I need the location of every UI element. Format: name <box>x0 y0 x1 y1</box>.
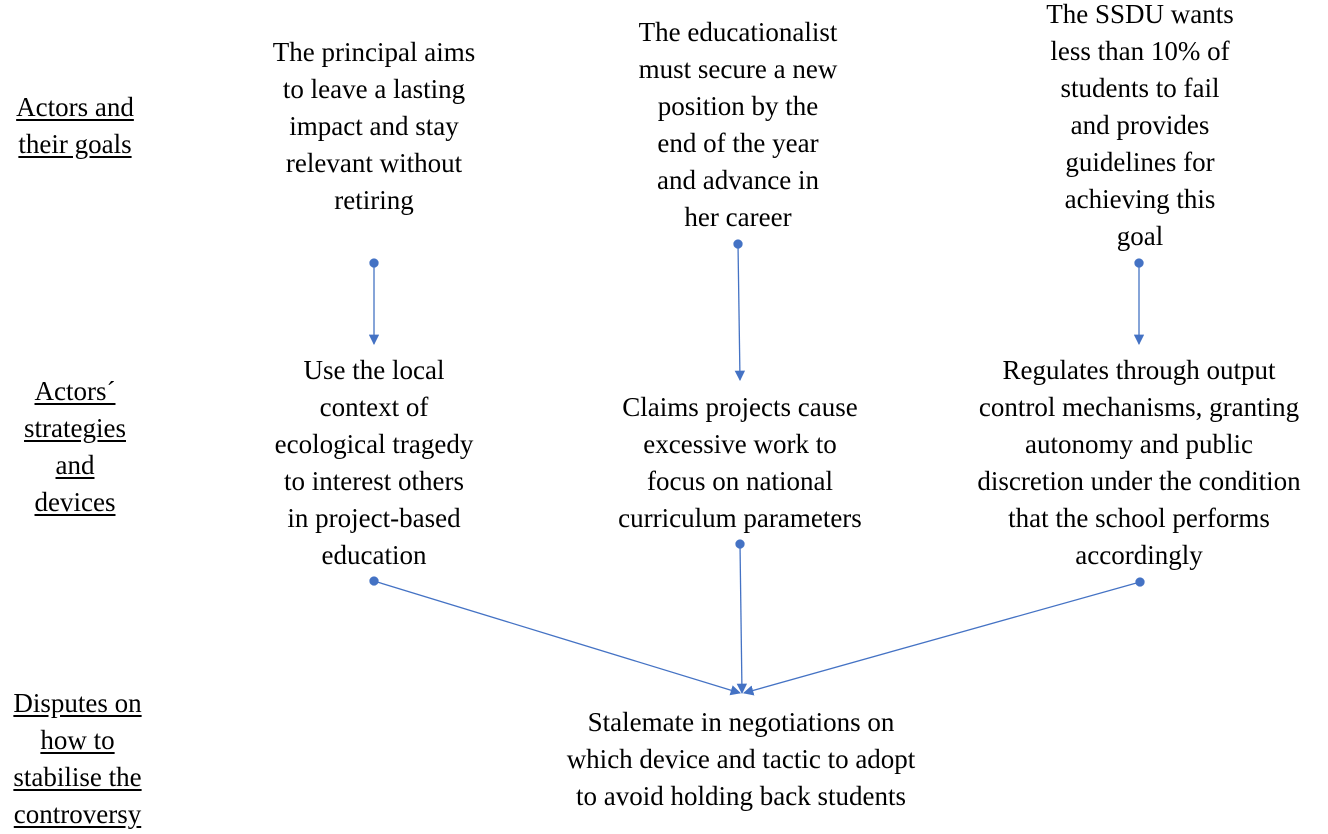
text-line: her career <box>684 202 792 232</box>
row-label-strategies: Actors´ strategies and devices <box>10 373 140 521</box>
row-label-line: Actors´ <box>34 376 116 406</box>
text-line: and provides <box>1070 110 1210 140</box>
text-line: Regulates through output <box>1002 355 1276 385</box>
text-line: to avoid holding back students <box>576 781 906 811</box>
text-line: to leave a lasting <box>282 74 466 104</box>
text-line: ecological tragedy <box>274 429 474 459</box>
text-line: which device and tactic to adopt <box>566 744 916 774</box>
text-line: position by the <box>657 91 819 121</box>
text-line: in project-based <box>287 503 461 533</box>
text-line: The principal aims <box>272 37 476 67</box>
strategy-educationalist: Claims projects cause excessive work to … <box>580 389 900 537</box>
row-label-line: stabilise the <box>13 762 142 792</box>
text-line: students to fail <box>1060 73 1220 103</box>
connector-dot <box>369 258 379 268</box>
row-label-line: devices <box>34 487 116 517</box>
text-line: impact and stay <box>289 111 459 141</box>
connector-dot <box>733 239 743 249</box>
row-label-line: strategies <box>24 413 126 443</box>
text-line: that the school performs <box>1008 503 1270 533</box>
connector-dot <box>735 539 745 549</box>
text-line: must secure a new <box>638 54 838 84</box>
connector-dot <box>369 576 379 586</box>
arrow-principal-strategy-to-outcome <box>373 580 741 696</box>
goal-ssdu: The SSDU wants less than 10% of students… <box>1000 0 1280 255</box>
row-label-line: how to <box>40 725 115 755</box>
text-line: relevant without <box>285 148 463 178</box>
row-label-line: controversy <box>13 799 142 829</box>
connector-dot <box>1134 258 1144 268</box>
strategy-ssdu: Regulates through output control mechani… <box>945 352 1328 574</box>
text-line: retiring <box>334 185 414 215</box>
text-line: curriculum parameters <box>618 503 862 533</box>
row-label-disputes: Disputes on how to stabilise the controv… <box>0 685 155 833</box>
row-label-line: and <box>55 450 95 480</box>
row-label-line: Actors and <box>16 92 134 122</box>
strategy-principal: Use the local context of ecological trag… <box>224 352 524 574</box>
connector-dot <box>1135 577 1145 587</box>
text-line: education <box>321 540 427 570</box>
text-line: end of the year <box>657 128 819 158</box>
text-line: to interest others <box>284 466 464 496</box>
goal-principal: The principal aims to leave a lasting im… <box>234 34 514 219</box>
text-line: discretion under the condition <box>977 466 1301 496</box>
outcome-stalemate: Stalemate in negotiations on which devic… <box>531 704 951 815</box>
arrow-educationalist-strategy-to-outcome <box>736 543 748 695</box>
text-line: autonomy and public <box>1025 429 1253 459</box>
text-line: achieving this <box>1064 184 1216 214</box>
text-line: control mechanisms, granting <box>978 392 1300 422</box>
text-line: guidelines for <box>1065 147 1215 177</box>
text-line: and advance in <box>657 165 819 195</box>
text-line: less than 10% of <box>1050 36 1230 66</box>
text-line: focus on national <box>647 466 833 496</box>
text-line: context of <box>319 392 429 422</box>
text-line: accordingly <box>1075 540 1203 570</box>
text-line: Use the local <box>303 355 445 385</box>
text-line: excessive work to <box>643 429 837 459</box>
goal-educationalist: The educationalist must secure a new pos… <box>598 14 878 236</box>
row-label-line: their goals <box>18 129 132 159</box>
row-label-goals: Actors and their goals <box>5 89 145 163</box>
text-line: Claims projects cause <box>622 392 858 422</box>
row-label-line: Disputes on <box>13 688 142 718</box>
text-line: The SSDU wants <box>1046 0 1234 29</box>
arrow-educationalist-goal-to-strategy <box>734 243 746 382</box>
arrow-ssdu-strategy-to-outcome <box>742 581 1141 696</box>
text-line: goal <box>1116 221 1164 251</box>
text-line: Stalemate in negotiations on <box>587 707 895 737</box>
text-line: The educationalist <box>638 17 838 47</box>
